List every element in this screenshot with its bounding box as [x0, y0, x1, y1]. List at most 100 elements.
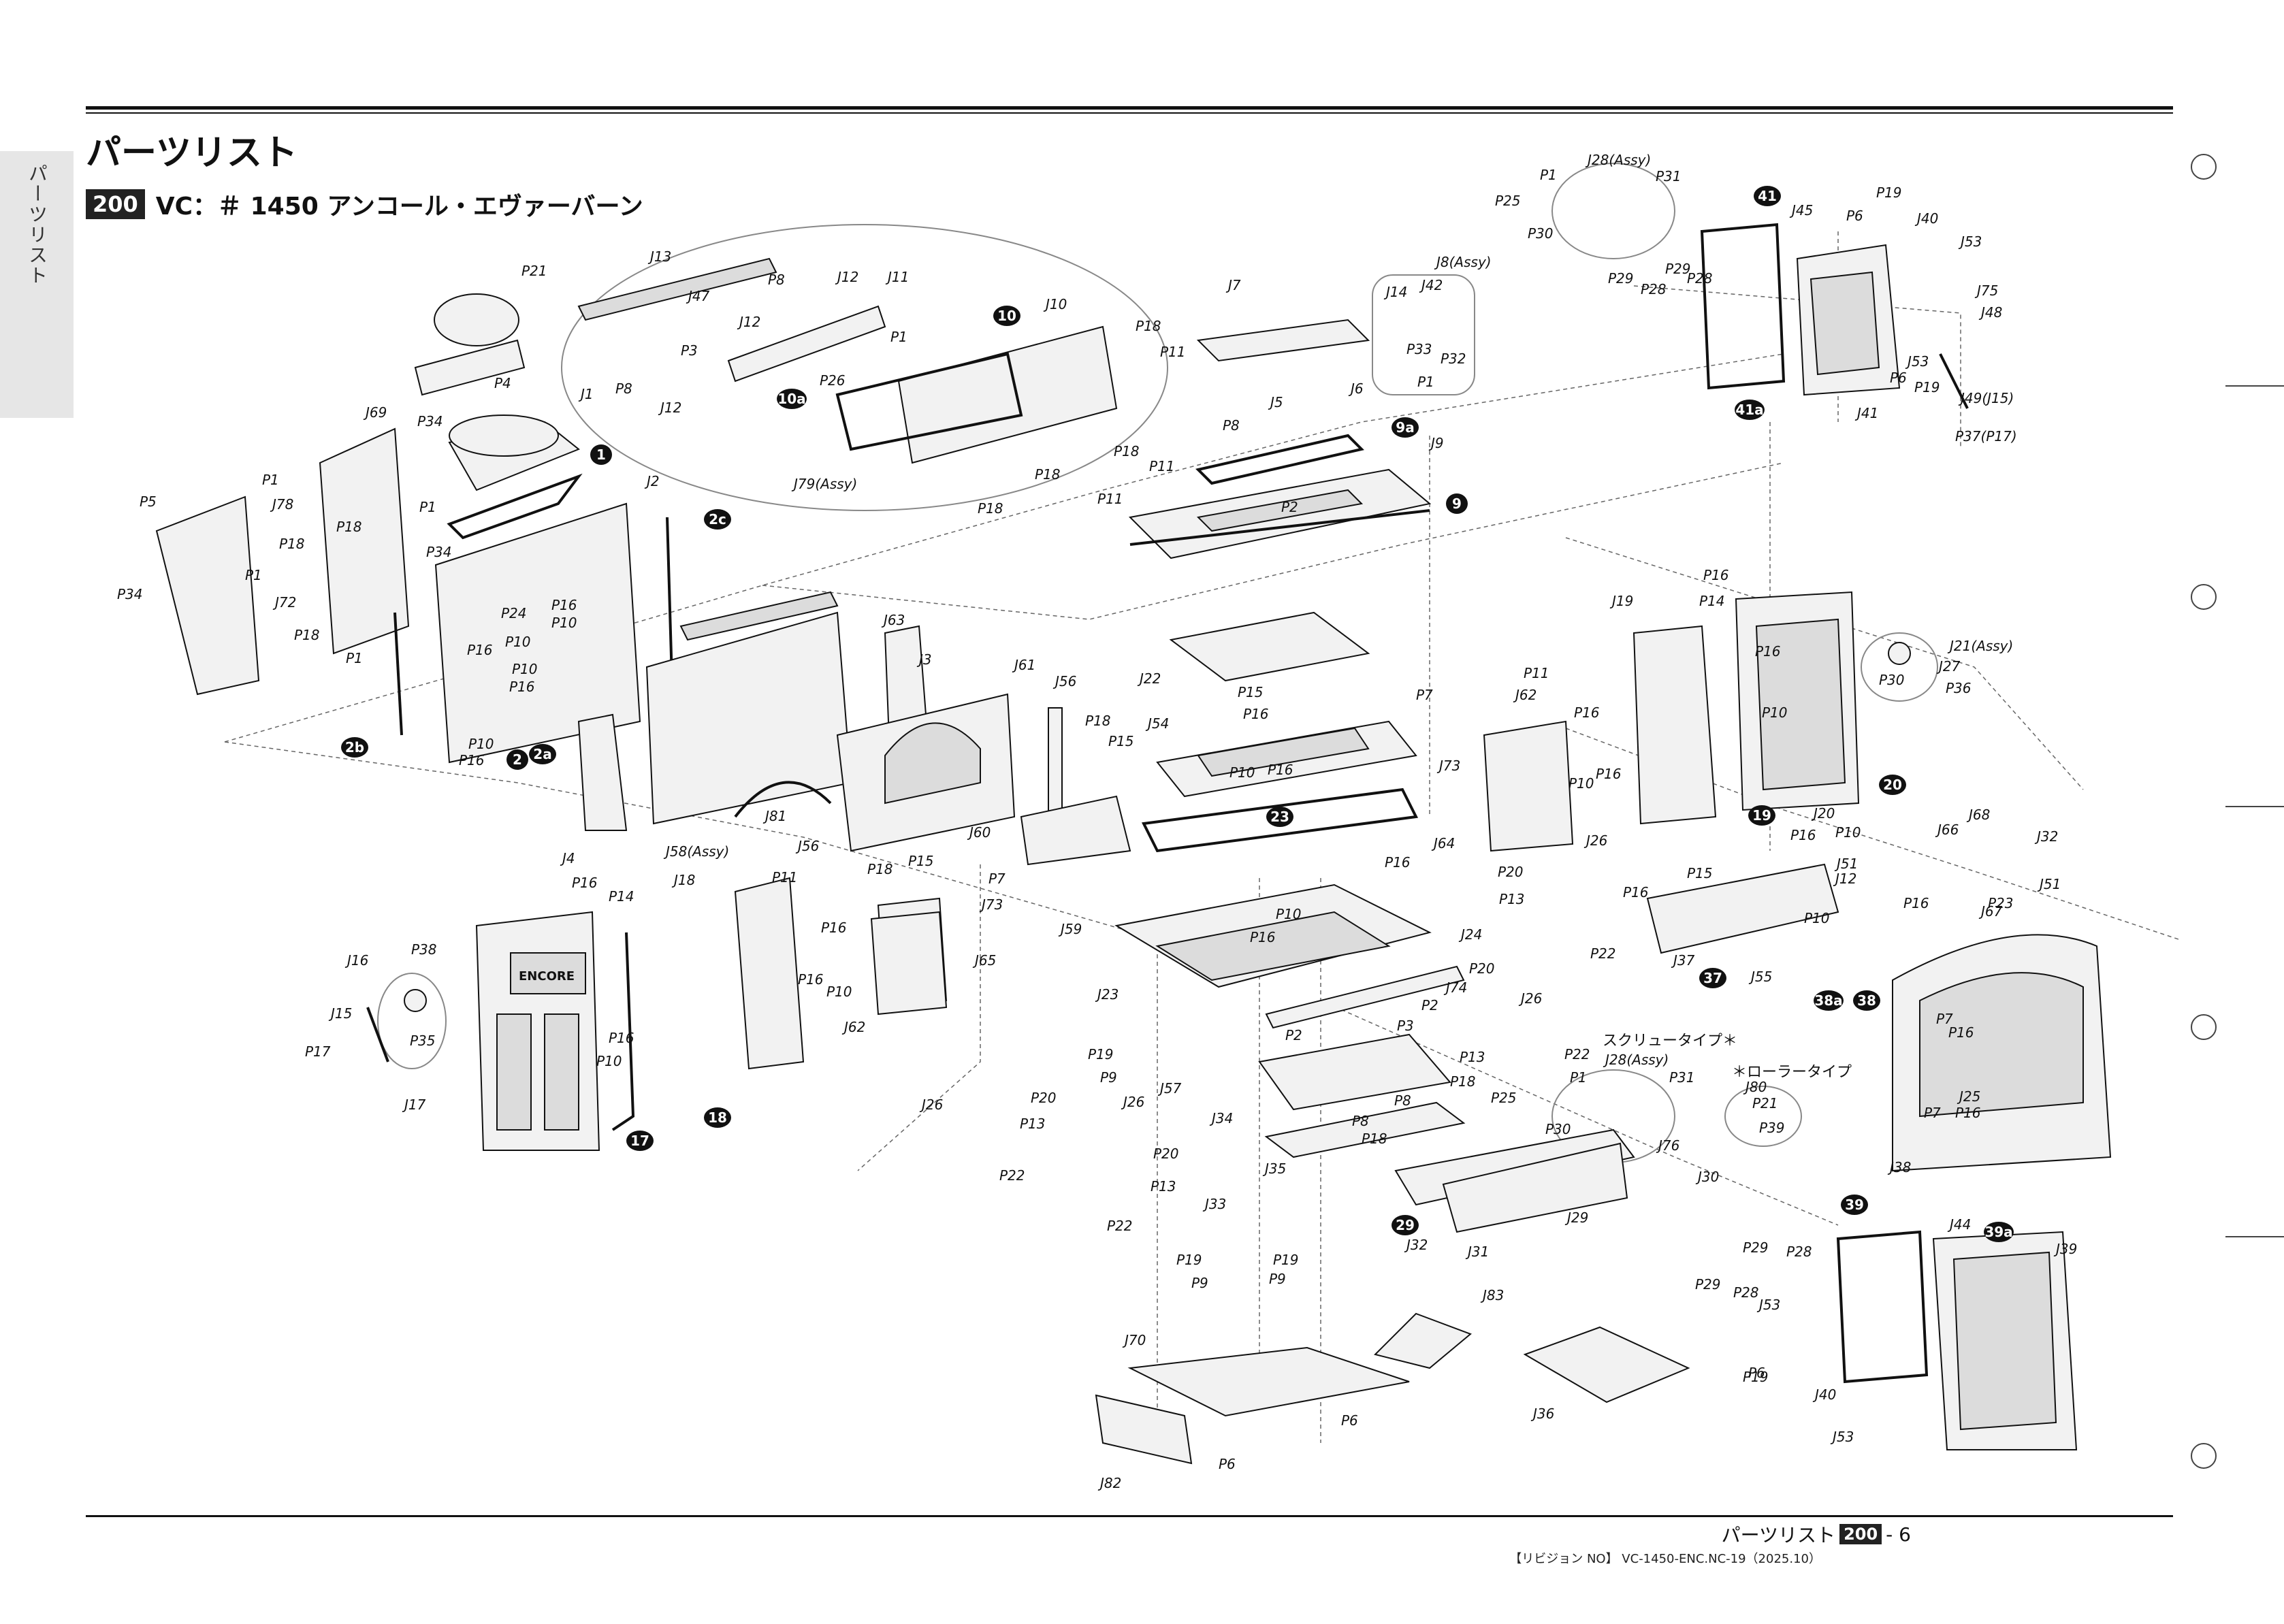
part-label: P15 [908, 853, 934, 869]
part-label: J53 [1756, 1297, 1780, 1313]
callout-bubble: 2b [341, 737, 368, 758]
part-label: J59 [1058, 921, 1082, 937]
part-label: J10 [1043, 296, 1067, 312]
callout-bubble: 2 [506, 749, 528, 770]
edge-tick [2225, 806, 2284, 807]
part-label: J5 [1268, 394, 1283, 410]
part-label: P22 [999, 1167, 1025, 1184]
diagram-notes: スクリュータイプ＊＊ローラータイプ [1603, 1033, 1852, 1081]
part-label: J54 [1145, 715, 1169, 732]
footer-rule [86, 1515, 2173, 1517]
part-label: P6 [1846, 208, 1863, 224]
callout-number: 2b [345, 739, 364, 756]
part-label: P28 [1786, 1244, 1812, 1260]
footer-page-label: パーツリスト 200 - 6 [1722, 1521, 1911, 1548]
part-label: J27 [1936, 658, 1961, 675]
part-label: P20 [1153, 1146, 1179, 1162]
callout-number: 10a [777, 391, 805, 407]
callout-bubble: 18 [704, 1107, 731, 1128]
part-label: J58(Assy) [663, 843, 729, 860]
part-label: P19 [1914, 379, 1940, 395]
part-label: P30 [1545, 1121, 1571, 1137]
part-label: P8 [615, 380, 632, 397]
callout-bubble: 2a [529, 744, 556, 764]
part-label: P28 [1733, 1284, 1759, 1301]
callout-circle [1879, 775, 1906, 795]
part-label: J22 [1137, 670, 1161, 687]
part-label: J56 [1052, 673, 1076, 689]
part-label: J65 [972, 952, 996, 969]
footer-page-number: - 6 [1886, 1523, 1911, 1546]
callout-circle [529, 744, 556, 764]
part-label: P20 [1031, 1090, 1057, 1106]
part-label: J14 [1383, 284, 1407, 300]
callout-circle [1392, 417, 1419, 438]
part-label: J67 [1978, 903, 2003, 920]
part-label: P10 [551, 615, 577, 631]
part-label: P10 [1276, 906, 1302, 922]
part-label: J81 [762, 808, 786, 824]
header-rule-thin [86, 112, 2173, 114]
part-label: J24 [1458, 926, 1482, 943]
part-label: P1 [1417, 374, 1434, 390]
callout-bubble: 41 [1754, 186, 1781, 206]
part-label: P9 [1100, 1069, 1117, 1086]
callout-circle [1266, 807, 1293, 827]
part-label: P30 [1528, 225, 1554, 242]
part-label: J57 [1157, 1080, 1182, 1097]
part-label: J26 [1583, 832, 1607, 849]
callout-number: 19 [1752, 807, 1771, 824]
callout-number: 38a [1814, 992, 1842, 1009]
part-label: J12 [658, 400, 681, 416]
part-label: J38 [1887, 1159, 1911, 1175]
part-label: J78 [270, 496, 293, 513]
part-label: P1 [245, 567, 262, 583]
callout-circle [1814, 990, 1844, 1011]
callout-circle [704, 509, 731, 530]
part-label: P19 [1876, 184, 1902, 201]
callout-number: 23 [1270, 809, 1289, 825]
part-label: J9 [1428, 435, 1444, 451]
callout-bubble: 9 [1446, 493, 1468, 514]
part-label: J62 [841, 1019, 865, 1035]
part-label: P16 [1385, 854, 1411, 871]
part-label: J42 [1419, 277, 1443, 293]
part-label: P15 [1687, 865, 1713, 881]
callout-bubble: 39 [1841, 1195, 1868, 1215]
part-label: P7 [1416, 687, 1433, 703]
callout-circle [1446, 493, 1468, 514]
part-label: P15 [1108, 733, 1134, 749]
callout-bubble: 20 [1879, 775, 1906, 795]
part-label: J28(Assy) [1585, 152, 1651, 168]
part-label: P29 [1665, 261, 1691, 277]
callout-number: 41 [1758, 188, 1777, 204]
part-label: P18 [867, 861, 893, 877]
callout-bubble: 19 [1748, 805, 1775, 826]
part-label: J26 [1518, 990, 1542, 1007]
callout-bubble: 9a [1392, 417, 1419, 438]
callout-circle [993, 306, 1020, 326]
part-label: J11 [885, 269, 909, 285]
part-label: P29 [1743, 1239, 1769, 1256]
part-label: P22 [1564, 1046, 1590, 1062]
part-label: J33 [1202, 1196, 1226, 1212]
part-label: P10 [512, 661, 538, 677]
part-label: J20 [1811, 805, 1835, 822]
part-label: J64 [1431, 835, 1455, 851]
part-label: P16 [1703, 567, 1729, 583]
part-label: J68 [1966, 807, 1990, 823]
part-label: J80 [1743, 1079, 1767, 1095]
part-label: P16 [509, 679, 535, 695]
part-label: J34 [1209, 1110, 1233, 1126]
part-label: P16 [1243, 706, 1269, 722]
part-label: P31 [1656, 168, 1682, 184]
part-label: P21 [1752, 1095, 1778, 1111]
part-label: P9 [1269, 1271, 1286, 1287]
callout-number: 41a [1735, 402, 1763, 418]
part-label: J32 [1404, 1237, 1428, 1253]
callout-bubble: 17 [626, 1131, 654, 1151]
part-label: P10 [505, 634, 531, 650]
callout-bubble: 1 [590, 444, 612, 465]
part-label: P38 [411, 941, 437, 958]
